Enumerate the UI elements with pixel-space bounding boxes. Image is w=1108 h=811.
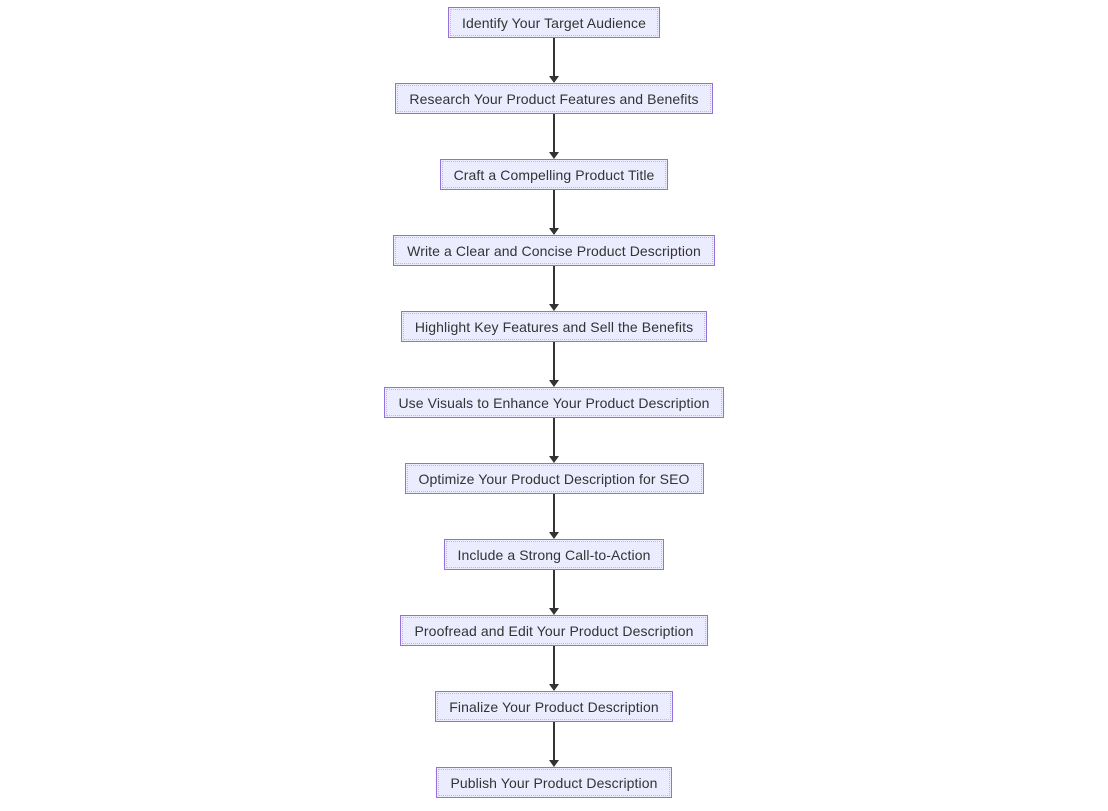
arrow-connector <box>549 190 559 235</box>
arrow-line <box>553 418 555 457</box>
arrow-connector <box>549 38 559 83</box>
arrowhead-icon <box>549 380 559 387</box>
node-label: Use Visuals to Enhance Your Product Desc… <box>398 394 710 411</box>
arrowhead-icon <box>549 684 559 691</box>
flowchart: Identify Your Target Audience Research Y… <box>0 7 1108 798</box>
arrow-connector <box>549 722 559 767</box>
node-label: Craft a Compelling Product Title <box>453 166 655 183</box>
arrow-line <box>553 114 555 153</box>
node-label: Finalize Your Product Description <box>449 698 659 715</box>
node-label: Highlight Key Features and Sell the Bene… <box>414 318 694 335</box>
arrow-connector <box>549 266 559 311</box>
arrowhead-icon <box>549 760 559 767</box>
arrowhead-icon <box>549 76 559 83</box>
flowchart-node: Include a Strong Call-to-Action <box>443 539 665 570</box>
node-label: Publish Your Product Description <box>450 774 658 791</box>
flowchart-node: Use Visuals to Enhance Your Product Desc… <box>384 387 724 418</box>
arrow-line <box>553 570 555 609</box>
arrow-line <box>553 342 555 381</box>
node-label: Include a Strong Call-to-Action <box>457 546 651 563</box>
flowchart-node: Highlight Key Features and Sell the Bene… <box>400 311 708 342</box>
flowchart-node: Research Your Product Features and Benef… <box>395 83 713 114</box>
flowchart-node: Publish Your Product Description <box>436 767 672 798</box>
node-label: Write a Clear and Concise Product Descri… <box>407 242 701 259</box>
arrow-connector <box>549 418 559 463</box>
flowchart-node: Optimize Your Product Description for SE… <box>404 463 704 494</box>
flowchart-node: Craft a Compelling Product Title <box>439 159 669 190</box>
arrowhead-icon <box>549 608 559 615</box>
node-label: Proofread and Edit Your Product Descript… <box>414 622 694 639</box>
flowchart-node: Write a Clear and Concise Product Descri… <box>393 235 715 266</box>
arrowhead-icon <box>549 228 559 235</box>
flowchart-node: Proofread and Edit Your Product Descript… <box>400 615 708 646</box>
arrowhead-icon <box>549 456 559 463</box>
arrow-line <box>553 190 555 229</box>
arrow-line <box>553 646 555 685</box>
arrow-connector <box>549 570 559 615</box>
node-label: Research Your Product Features and Benef… <box>409 90 699 107</box>
node-label: Optimize Your Product Description for SE… <box>418 470 690 487</box>
arrow-connector <box>549 646 559 691</box>
arrow-connector <box>549 114 559 159</box>
arrow-line <box>553 722 555 761</box>
node-label: Identify Your Target Audience <box>461 14 646 31</box>
arrowhead-icon <box>549 152 559 159</box>
arrow-line <box>553 494 555 533</box>
arrow-line <box>553 38 555 77</box>
arrow-connector <box>549 494 559 539</box>
arrowhead-icon <box>549 304 559 311</box>
flowchart-node: Finalize Your Product Description <box>435 691 673 722</box>
flowchart-node: Identify Your Target Audience <box>447 7 660 38</box>
arrowhead-icon <box>549 532 559 539</box>
arrow-line <box>553 266 555 305</box>
arrow-connector <box>549 342 559 387</box>
